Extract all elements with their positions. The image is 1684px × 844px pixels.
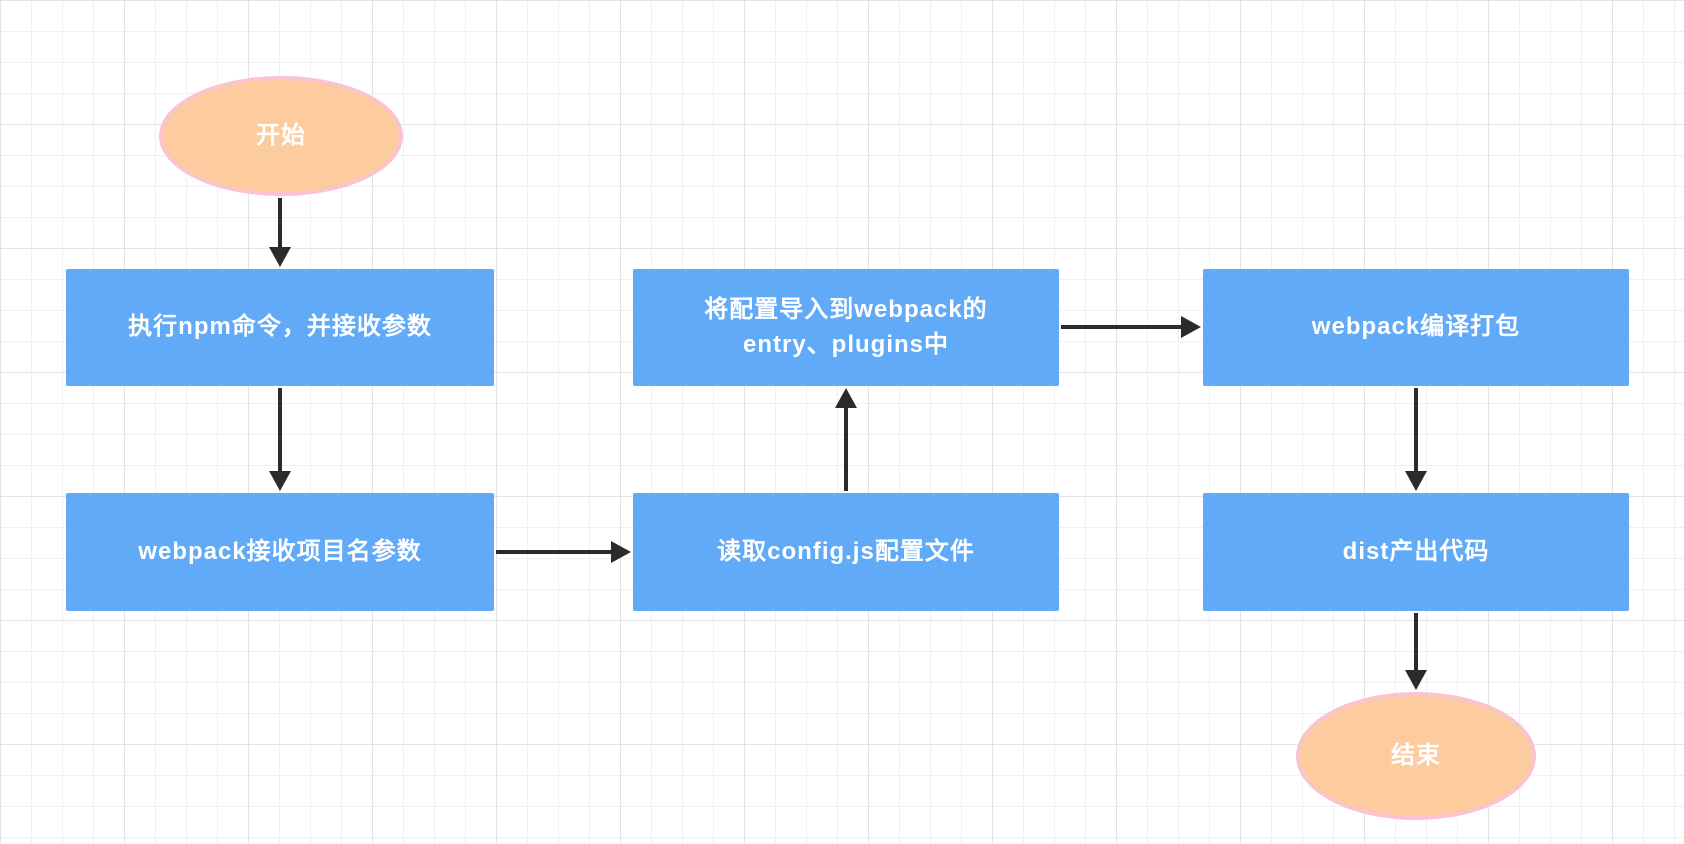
connector-line: [278, 388, 282, 471]
node-read-config-js[interactable]: 读取config.js配置文件: [633, 493, 1059, 611]
connector-line: [1414, 613, 1418, 670]
node-end-label: 结束: [1391, 741, 1441, 769]
node-webpack-receive-project-name-label: webpack接收项目名参数: [138, 537, 422, 565]
node-run-npm-command[interactable]: 执行npm命令，并接收参数: [66, 269, 494, 386]
node-import-config-to-webpack[interactable]: 将配置导入到webpack的 entry、plugins中: [633, 269, 1059, 386]
arrowhead-right-icon: [1181, 316, 1201, 338]
node-read-config-js-label: 读取config.js配置文件: [717, 537, 975, 565]
arrowhead-up-icon: [835, 388, 857, 408]
arrowhead-down-icon: [1405, 670, 1427, 690]
node-end[interactable]: 结束: [1296, 692, 1536, 820]
arrowhead-right-icon: [611, 541, 631, 563]
node-run-npm-command-label: 执行npm命令，并接收参数: [128, 313, 432, 341]
node-start-label: 开始: [256, 121, 306, 149]
node-import-config-to-webpack-label: 将配置导入到webpack的 entry、plugins中: [704, 295, 988, 358]
connector-line: [1061, 325, 1181, 329]
connector-line: [844, 408, 848, 491]
node-start[interactable]: 开始: [159, 76, 403, 196]
node-webpack-receive-project-name[interactable]: webpack接收项目名参数: [66, 493, 494, 611]
connector-line: [278, 198, 282, 247]
connector-line: [496, 550, 611, 554]
node-webpack-compile-bundle-label: webpack编译打包: [1311, 313, 1521, 341]
arrowhead-down-icon: [269, 471, 291, 491]
node-webpack-compile-bundle[interactable]: webpack编译打包: [1203, 269, 1629, 386]
arrowhead-down-icon: [269, 247, 291, 267]
connector-line: [1414, 388, 1418, 471]
node-dist-output-code[interactable]: dist产出代码: [1203, 493, 1629, 611]
arrowhead-down-icon: [1405, 471, 1427, 491]
node-dist-output-code-label: dist产出代码: [1342, 537, 1490, 565]
